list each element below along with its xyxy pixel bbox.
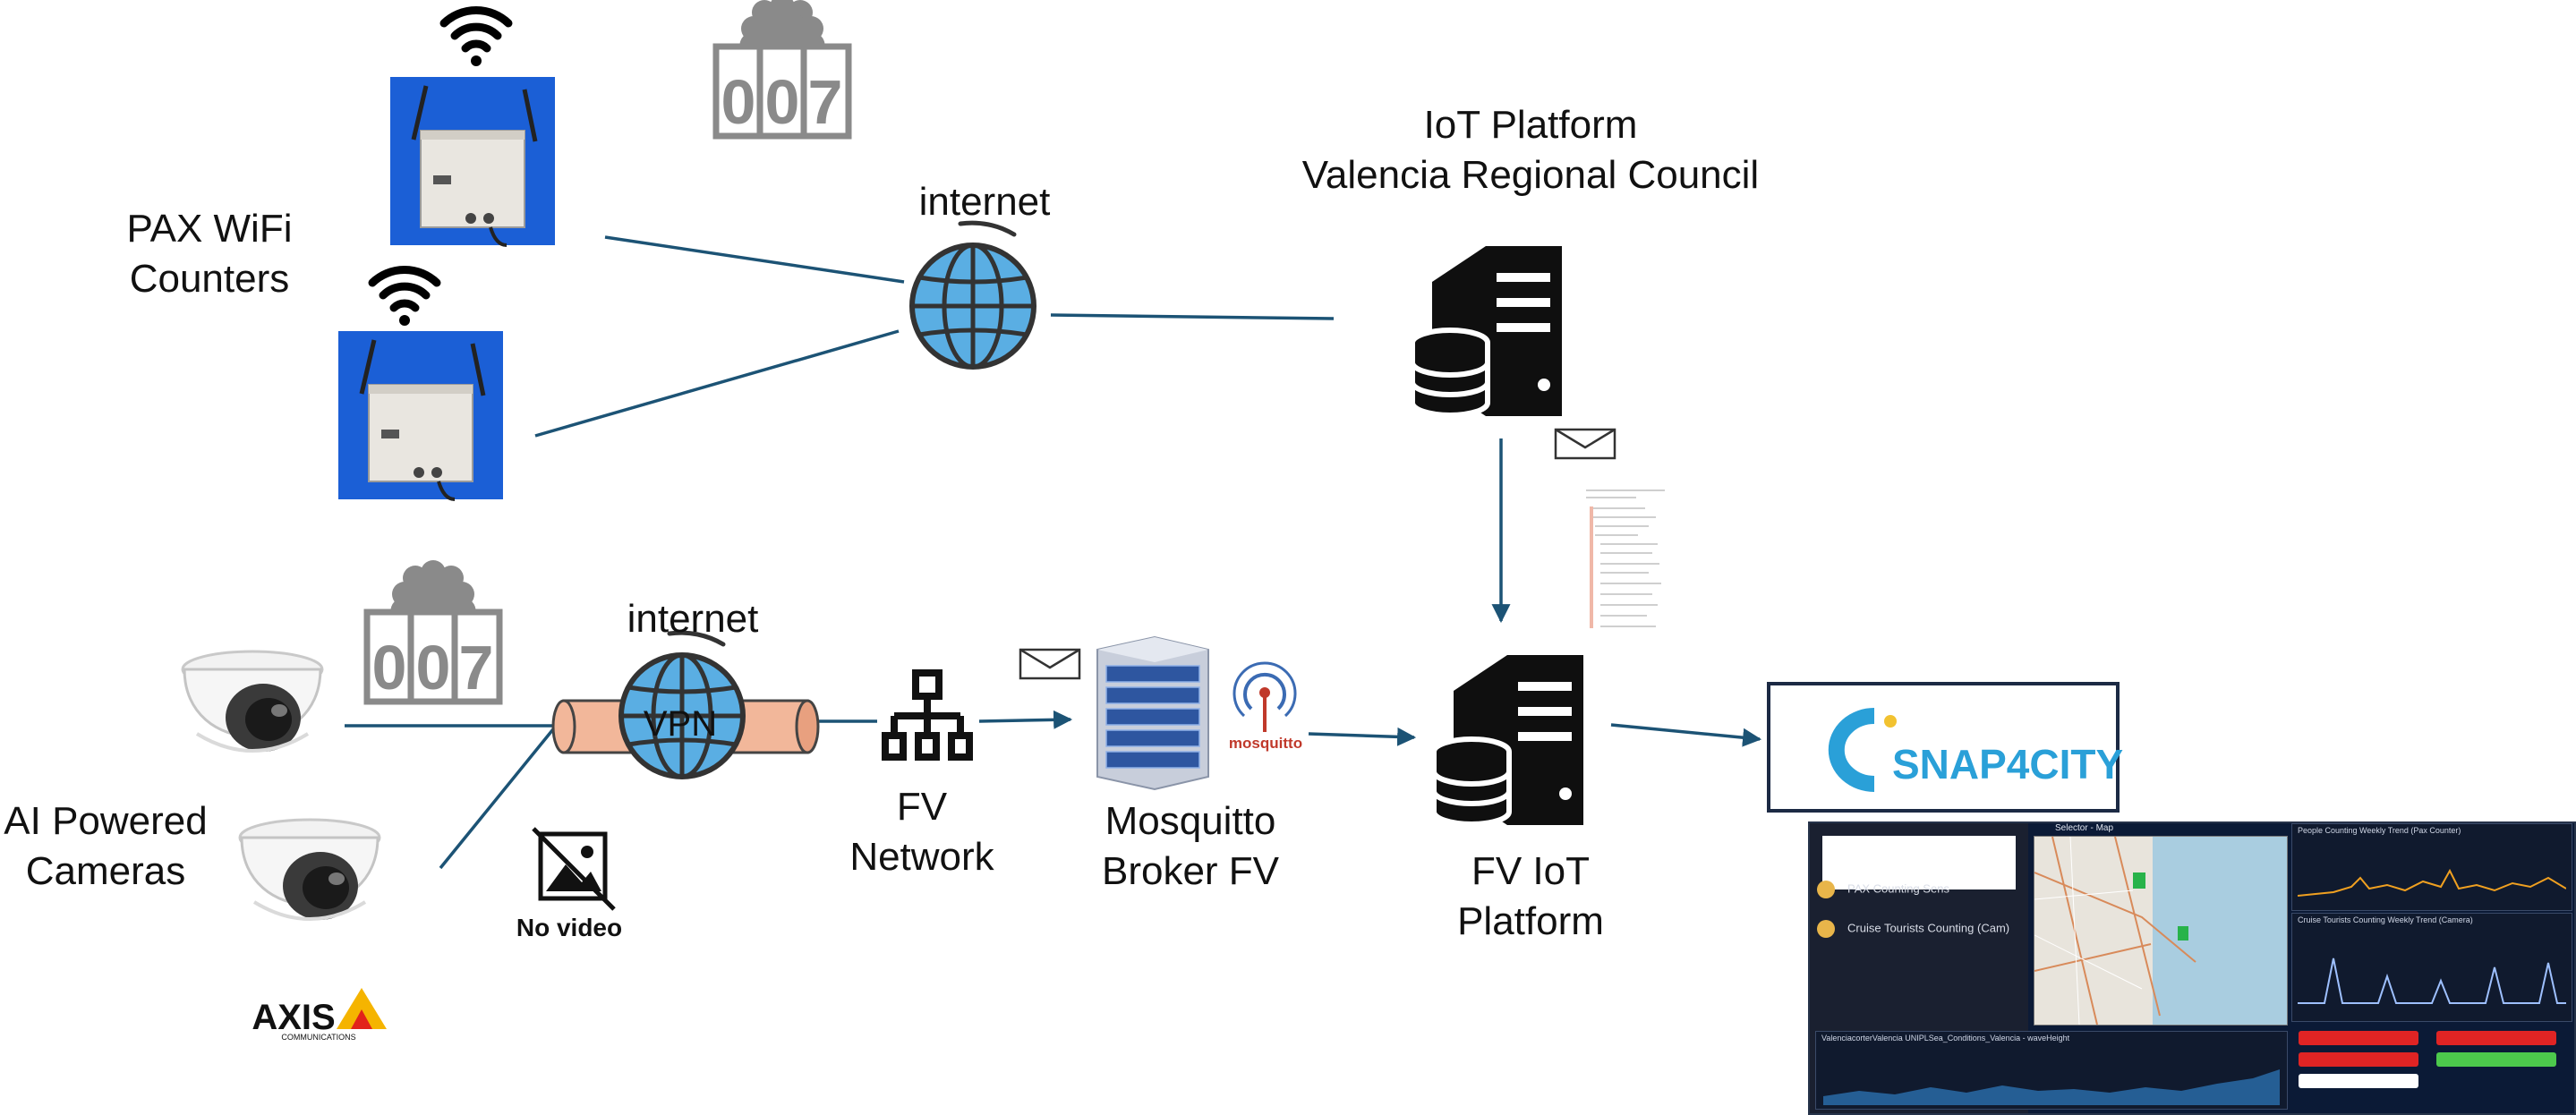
svg-text:AXIS: AXIS [252,998,335,1037]
sensor-dot [1817,881,1835,898]
broker-server-icon [1096,635,1209,791]
svg-text:0: 0 [721,67,756,137]
svg-text:7: 7 [459,633,494,702]
dashboard-button[interactable] [2436,1031,2556,1045]
pax-counter-device-photo [390,77,555,245]
security-camera-icon [181,650,324,753]
vpn-label: VPN [644,704,717,744]
street-lines [2034,837,2196,1025]
dashboard-button[interactable] [2299,1074,2418,1088]
server-icon [1434,655,1583,825]
people-counter-icon: 0 0 7 [367,560,499,702]
pax-counter-device-photo [338,331,503,499]
svg-text:mosquitto: mosquitto [1229,735,1302,752]
network-icon [882,669,973,761]
pax-trend-panel: People Counting Weekly Trend (Pax Counte… [2291,823,2572,911]
sea-area [2153,837,2287,1025]
svg-text:0: 0 [372,633,407,702]
arrow-network-broker [978,710,1073,729]
globe-icon [912,223,1034,367]
iot-platform-label: IoT Platform Valencia Regional Council [1301,103,1760,197]
mosquitto-logo: mosquitto [1229,661,1302,752]
svg-text:COMMUNICATIONS: COMMUNICATIONS [281,1033,355,1042]
map-widget[interactable] [2034,836,2288,1026]
map-title: Selector - Map [2055,823,2114,833]
svg-text:7: 7 [808,67,843,137]
internet-bottom-label: internet [627,597,759,641]
dashboard-button[interactable] [2299,1052,2418,1067]
svg-text:0: 0 [765,67,800,137]
wifi-icon [444,11,508,66]
arrow-broker-fviot [1308,727,1417,746]
pax-sensor-item[interactable]: PAX Counting Sens [1817,881,2023,898]
security-camera-icon [238,818,381,922]
people-counter-icon: 0 0 7 [716,0,849,137]
cruise-cam-item[interactable]: Cruise Tourists Counting (Cam) [1817,920,2023,938]
axis-logo: AXIS COMMUNICATIONS [252,988,387,1042]
link-pax1-internet [604,235,905,284]
dashboard-button[interactable] [2436,1052,2556,1067]
link-internet-iot [1050,313,1335,320]
map-marker [2133,872,2145,889]
wifi-icon [372,270,437,326]
server-icon [1412,246,1562,416]
pax-wifi-counters-label: PAX WiFi Counters [126,207,293,301]
envelope-icon [1019,648,1081,680]
svg-text:SNAP4CITY: SNAP4CITY [1892,741,2123,787]
svg-text:0: 0 [416,633,451,702]
snap4city-logo: SNAP4CITY [1767,682,2123,813]
mosquitto-broker-label: Mosquitto Broker FV [1101,799,1280,893]
fv-network-label: FV Network [849,785,994,879]
map-marker [2178,926,2188,941]
cam-trend-panel: Cruise Tourists Counting Weekly Trend (C… [2291,913,2572,1022]
fv-iot-platform-label: FV IoT Platform [1457,849,1604,943]
wave-chart-panel: ValenciacorterValencia UNIPLSea_Conditio… [1815,1031,2288,1110]
code-snippet-icon [1582,483,1708,634]
internet-top-label: internet [918,180,1051,224]
dashboard-screenshot: PAX Counting Sens Cruise Tourists Counti… [1808,821,2576,1115]
connectors [345,235,1762,870]
dashboard-button[interactable] [2299,1031,2418,1045]
ai-cameras-label: AI Powered Cameras [4,799,208,893]
link-pax2-internet [534,329,900,438]
envelope-icon [1554,428,1616,460]
no-video-label: No video [516,914,622,941]
no-video-icon [532,827,616,911]
funding-logos [1822,836,2016,889]
link-cam2-vpn [439,723,559,870]
camera-dot [1817,920,1835,938]
arrow-fviot-snap [1610,723,1762,747]
